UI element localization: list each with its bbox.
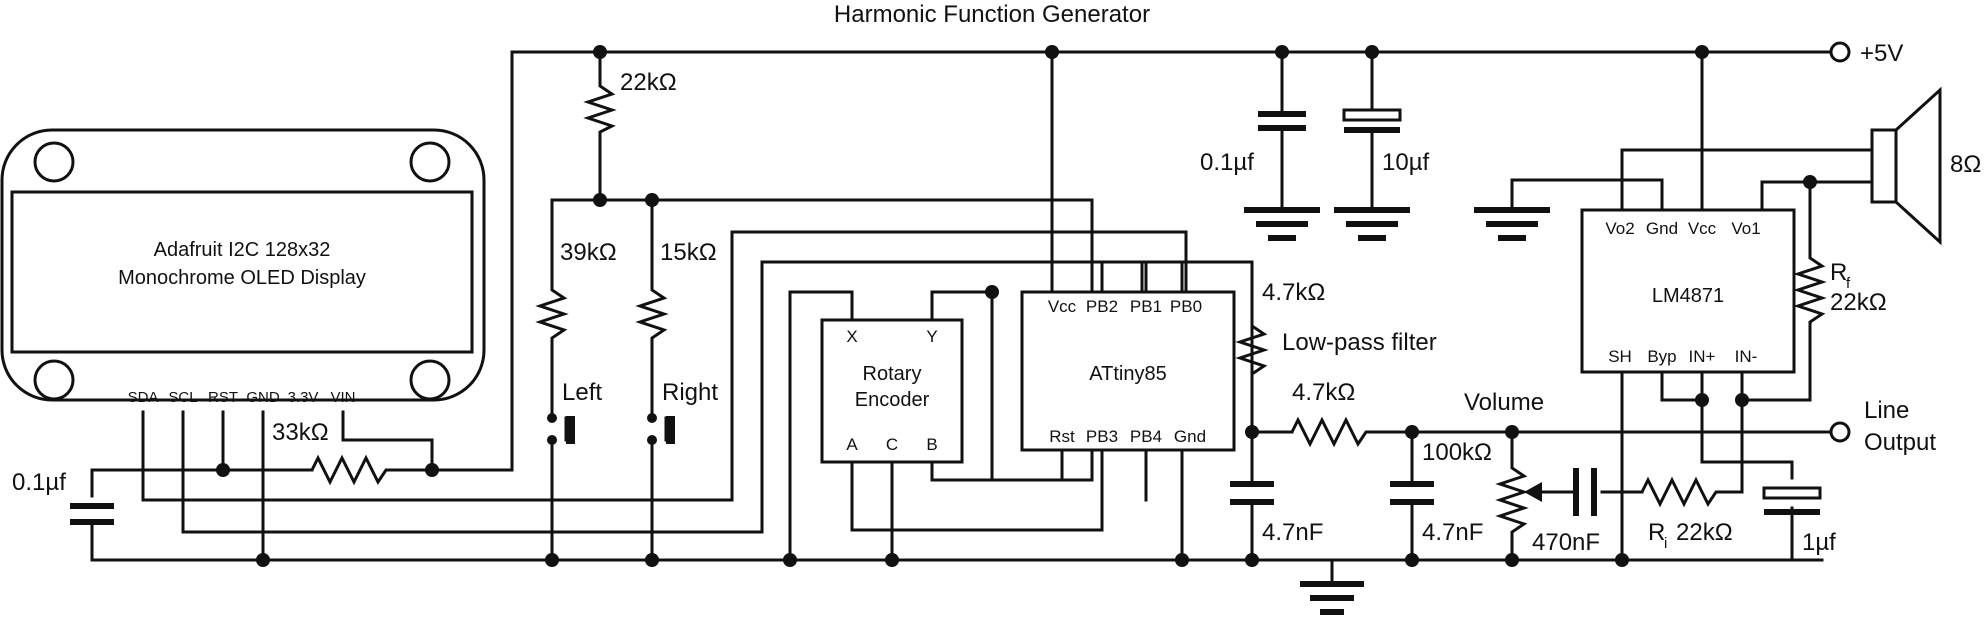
attiny-pin-pb0: PB0 xyxy=(1170,297,1202,316)
resistor-4-7k-horizontal xyxy=(1290,416,1372,448)
label-right-button: Right xyxy=(662,379,718,406)
capacitor-4-7nf-a xyxy=(1230,481,1274,505)
attiny-pin-pb4: PB4 xyxy=(1130,427,1162,446)
capacitor-1uf-electrolytic xyxy=(1762,486,1822,515)
attiny85-chip xyxy=(1020,290,1236,452)
resistor-39k xyxy=(535,282,569,350)
label-100k: 100kΩ xyxy=(1422,439,1492,466)
label-rf-sub: f xyxy=(1846,275,1851,292)
lm4871-name: LM4871 xyxy=(1652,285,1724,307)
oled-title-line2: Monochrome OLED Display xyxy=(118,267,366,289)
attiny-pin-vcc: Vcc xyxy=(1048,297,1077,316)
resistor-4-7k-vertical xyxy=(1235,320,1269,380)
line-output-terminal xyxy=(1829,421,1851,443)
label-1uf: 1µf xyxy=(1802,529,1836,556)
encoder-pin-c: C xyxy=(886,435,898,454)
encoder-pin-x: X xyxy=(846,327,857,346)
oled-title-line1: Adafruit I2C 128x32 xyxy=(154,239,331,261)
label-line-output-1: Line xyxy=(1864,397,1909,424)
rotary-encoder xyxy=(820,318,964,464)
label-rf-symbol: R xyxy=(1830,259,1847,286)
attiny-pin-pb3: PB3 xyxy=(1086,427,1118,446)
vplus-label: +5V xyxy=(1860,40,1903,67)
lm4871-pin-inplus: IN+ xyxy=(1689,347,1716,366)
encoder-name-line2: Encoder xyxy=(855,389,930,411)
label-0-1uf-top: 0.1µf xyxy=(1200,149,1254,176)
resistor-ri-22k xyxy=(1640,476,1722,508)
attiny-pin-gnd: Gnd xyxy=(1174,427,1206,446)
resistor-rf-22k xyxy=(1793,250,1827,330)
lm4871-wires xyxy=(1474,148,1874,562)
label-33k: 33kΩ xyxy=(272,419,329,446)
oled-pin-scl: SCL xyxy=(168,389,197,406)
label-4-7nf-a: 4.7nF xyxy=(1262,519,1323,546)
oled-pin-rst: RST xyxy=(208,389,238,406)
attiny-bottom-stubs xyxy=(1060,448,1184,562)
lowpass-wires xyxy=(1250,320,1514,562)
lm4871-pin-vo1: Vo1 xyxy=(1731,219,1760,238)
resistor-33k xyxy=(310,454,392,486)
attiny-pin-pb2: PB2 xyxy=(1086,297,1118,316)
capacitor-0-1uf-left xyxy=(70,503,114,562)
resistor-22k-top xyxy=(583,78,617,140)
button-left xyxy=(547,413,575,445)
label-speaker-ohm: 8Ω xyxy=(1950,151,1981,178)
lm4871-pin-sh: SH xyxy=(1608,347,1632,366)
label-ri-sub: i xyxy=(1664,535,1667,552)
encoder-pin-b: B xyxy=(926,435,937,454)
oled-pin-vin: VIN xyxy=(330,389,355,406)
diagram-title: Harmonic Function Generator xyxy=(834,1,1150,28)
lm4871-pin-vcc: Vcc xyxy=(1688,219,1717,238)
label-22k-top: 22kΩ xyxy=(620,69,677,96)
junction-dots xyxy=(216,45,1817,567)
label-left-button: Left xyxy=(562,379,602,406)
pot-wiper-arrow xyxy=(1524,482,1542,502)
label-4-7nf-b: 4.7nF xyxy=(1422,519,1483,546)
capacitor-10uf-electrolytic xyxy=(1334,108,1410,241)
label-line-output-2: Output xyxy=(1864,429,1936,456)
resistor-15k xyxy=(635,282,669,350)
label-4-7k-b: 4.7kΩ xyxy=(1292,379,1355,406)
lm4871-pin-gnd: Gnd xyxy=(1646,219,1678,238)
speaker-icon xyxy=(1870,86,1942,246)
label-volume: Volume xyxy=(1464,389,1544,416)
attiny-name: ATtiny85 xyxy=(1089,363,1166,385)
oled-display xyxy=(0,128,486,402)
vcc-rail xyxy=(430,50,1834,472)
label-ri-symbol: R xyxy=(1648,519,1665,546)
attiny-pin-pb1: PB1 xyxy=(1130,297,1162,316)
decoupling-wires xyxy=(1280,50,1704,212)
encoder-pin-y: Y xyxy=(926,327,937,346)
vplus-terminal xyxy=(1829,41,1851,63)
capacitor-4-7nf-b xyxy=(1390,481,1434,505)
label-470nf: 470nF xyxy=(1532,529,1600,556)
label-rf-value: 22kΩ xyxy=(1830,289,1887,316)
button-network-wires xyxy=(550,50,1094,562)
lm4871-pin-inminus: IN- xyxy=(1735,347,1758,366)
lm4871-pin-vo2: Vo2 xyxy=(1605,219,1634,238)
oled-pin-3v3: 3.3V xyxy=(288,389,319,406)
capacitor-470nf xyxy=(1573,468,1597,516)
ground-symbol xyxy=(1300,558,1364,615)
lm4871-chip xyxy=(1580,208,1796,374)
lm4871-pin-byp: Byp xyxy=(1647,347,1676,366)
attiny-pin-rst: Rst xyxy=(1049,427,1075,446)
oled-pin-gnd: GND xyxy=(246,389,280,406)
label-0-1uf-left: 0.1µf xyxy=(12,469,66,496)
button-right xyxy=(647,413,675,445)
oled-pin-sda: SDA xyxy=(128,389,159,406)
encoder-pin-a: A xyxy=(846,435,858,454)
encoder-name-line1: Rotary xyxy=(863,363,922,385)
label-39k: 39kΩ xyxy=(560,239,617,266)
label-lowpass: Low-pass filter xyxy=(1282,329,1437,356)
label-10uf: 10µf xyxy=(1382,149,1430,176)
potentiometer-100k xyxy=(1495,460,1529,540)
label-4-7k-a: 4.7kΩ xyxy=(1262,279,1325,306)
label-ri-value: 22kΩ xyxy=(1676,519,1733,546)
capacitor-0-1uf-top xyxy=(1244,111,1320,241)
label-15k: 15kΩ xyxy=(660,239,717,266)
